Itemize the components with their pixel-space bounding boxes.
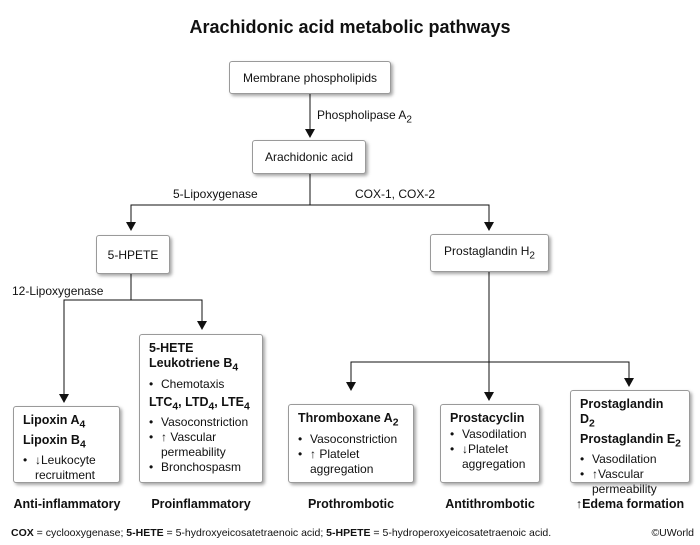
enzyme-12-lipoxygenase: 12-Lipoxygenase xyxy=(12,284,104,298)
node-5-hpete: 5-HPETE xyxy=(96,235,170,274)
bullet-item: Vasoconstriction xyxy=(149,415,254,430)
category-proinflammatory: Proinflammatory xyxy=(151,497,251,511)
copyright-notice: ©UWorld xyxy=(651,527,694,539)
node-label: Arachidonic acid xyxy=(264,150,354,164)
lipoxin-b4-heading: Lipoxin B4 xyxy=(23,432,86,451)
bullet-item: ↑ Platelet aggregation xyxy=(298,447,405,477)
card-prostaglandins-d2-e2: Prostaglandin D2 Prostaglandin E2 Vasodi… xyxy=(570,390,690,496)
thromboxane-a2-heading: Thromboxane A2 xyxy=(298,411,399,429)
card-lipoxins: Lipoxin A4 Lipoxin B4 ↓Leukocyte recruit… xyxy=(13,406,120,483)
arrow-to-thromboxane xyxy=(346,361,489,391)
lipoxin-a4-heading: Lipoxin A4 xyxy=(23,413,86,431)
bullet-item: Chemotaxis xyxy=(149,377,254,392)
category-anti-inflammatory: Anti-inflammatory xyxy=(13,497,121,511)
bullet-item: ↓Leukocyte recruitment xyxy=(23,453,111,483)
diagram-title: Arachidonic acid metabolic pathways xyxy=(189,17,511,37)
card-leukotrienes: 5-HETE Leukotriene B4 Chemotaxis LTC4, L… xyxy=(139,334,263,483)
category-prothrombotic: Prothrombotic xyxy=(307,497,395,511)
arrow-to-leukotriene xyxy=(131,299,207,330)
ltc4-ltd4-lte4-heading: LTC4, LTD4, LTE4 xyxy=(149,394,250,413)
node-membrane-phospholipids: Membrane phospholipids xyxy=(229,61,391,94)
prostaglandin-d2-heading: Prostaglandin D2 xyxy=(580,397,664,430)
arrow-to-pgh2 xyxy=(310,204,494,231)
category-antithrombotic: Antithrombotic xyxy=(445,497,535,511)
node-prostaglandin-h2: Prostaglandin H2 xyxy=(430,234,549,272)
5-hete-heading: 5-HETE xyxy=(149,341,194,355)
bullet-item: ↓Platelet aggregation xyxy=(450,442,531,472)
bullet-item: Vasodilation xyxy=(580,452,681,467)
bullet-item: Vasodilation xyxy=(450,427,531,442)
arrow-to-lipoxin xyxy=(59,299,131,403)
enzyme-phospholipase-a2: Phospholipase A2 xyxy=(317,108,412,126)
card-prostacyclin: Prostacyclin Vasodilation ↓Platelet aggr… xyxy=(440,404,540,483)
abbreviation-footnote: COX = cyclooxygenase; 5-HETE = 5-hydroxy… xyxy=(11,527,552,539)
node-arachidonic-acid: Arachidonic acid xyxy=(252,140,366,174)
prostaglandin-e2-heading: Prostaglandin E2 xyxy=(580,431,681,450)
bullet-item: Bronchospasm xyxy=(149,460,254,475)
bullet-item: ↑ Vascular permeability xyxy=(149,430,254,460)
category-edema-formation: ↑Edema formation xyxy=(575,497,685,511)
enzyme-cox: COX-1, COX-2 xyxy=(355,187,436,201)
prostacyclin-heading: Prostacyclin xyxy=(450,411,525,425)
node-label: Membrane phospholipids xyxy=(242,70,378,85)
arrow-to-hpete xyxy=(126,204,310,231)
bullet-item: Vasoconstriction xyxy=(298,432,405,447)
bullet-item: ↑Vascular permeability xyxy=(580,467,681,497)
leukotriene-b4-heading: Leukotriene B4 xyxy=(149,356,239,374)
card-thromboxane: Thromboxane A2 Vasoconstriction ↑ Platel… xyxy=(288,404,414,483)
node-label: 5-HPETE xyxy=(107,247,159,262)
node-label: Prostaglandin H2 xyxy=(444,244,535,262)
enzyme-5-lipoxygenase: 5-Lipoxygenase xyxy=(173,187,258,201)
arrow-to-pgd2 xyxy=(489,361,634,387)
